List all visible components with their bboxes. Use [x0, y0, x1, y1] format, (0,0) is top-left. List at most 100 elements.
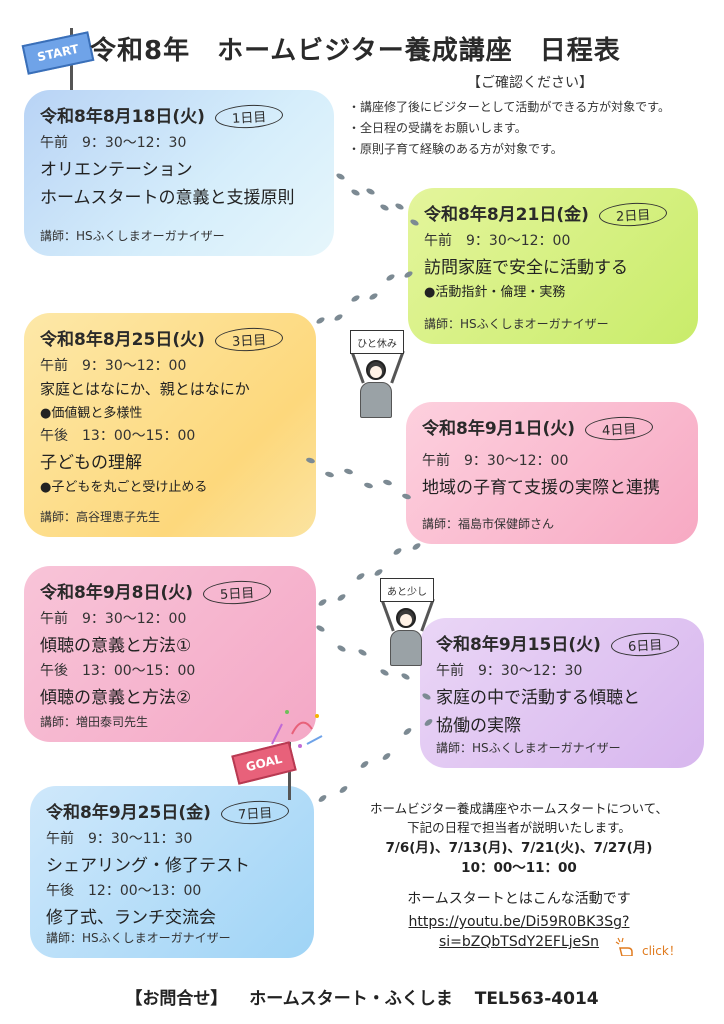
- notice-line: ・講座修了後にビジターとして活動ができる方が対象です。: [348, 100, 670, 114]
- contact-label: 【お問合せ】: [125, 989, 228, 1009]
- info-section: ホームビジター養成講座やホームスタートについて、 下記の日程で担当者が説明いたし…: [324, 798, 714, 952]
- session-lecturer: 講師：HSふくしまオーガナイザー: [46, 931, 231, 945]
- start-flag-label: START: [21, 31, 95, 75]
- footprint: [382, 479, 393, 487]
- session-subject: ホームスタートの意義と支援原則: [40, 188, 295, 208]
- footprint: [411, 541, 422, 552]
- session-time: 午前 9：30〜12：00: [40, 611, 187, 627]
- footprint: [363, 481, 374, 489]
- session-subject: 家庭の中で活動する傾聴と: [436, 688, 640, 708]
- footprint: [343, 468, 354, 476]
- pointing-hand-icon: [615, 937, 633, 956]
- footprint: [381, 751, 392, 761]
- footprint: [315, 316, 326, 325]
- footprint: [402, 726, 413, 737]
- info-dates: 7/6(月)、7/13(月)、7/21(火)、7/27(月): [385, 840, 653, 856]
- session-lecturer: 講師：高谷理恵子先生: [40, 510, 161, 524]
- session-date: 令和8年8月18日(火): [40, 107, 205, 127]
- click-label: click！: [642, 944, 681, 958]
- session-date: 令和8年9月25日(金): [46, 803, 211, 823]
- footprint: [378, 668, 390, 677]
- session-subject: 協働の実際: [436, 716, 521, 736]
- info-line: ホームビジター養成講座やホームスタートについて、: [369, 801, 668, 816]
- notice-heading: 【ご確認ください】: [467, 75, 593, 91]
- session-subject: 子どもの理解: [40, 453, 142, 473]
- session-time: 午後 12：00〜13：00: [46, 883, 202, 899]
- contact-tel: TEL563-4014: [474, 989, 599, 1009]
- session-time: 午後 13：00〜15：00: [40, 663, 196, 679]
- footprint: [385, 272, 397, 282]
- session-lecturer: 講師：増田泰司先生: [40, 715, 149, 729]
- session-lecturer: 講師：HSふくしまオーガナイザー: [40, 229, 225, 243]
- footprint: [317, 597, 328, 608]
- session-lecturer: 講師：福島市保健師さん: [422, 517, 555, 531]
- session-date: 令和8年8月21日(金): [424, 205, 589, 225]
- session-subject: シェアリング・修了テスト: [46, 856, 250, 876]
- session-card-day7: 令和8年9月25日(金) 7日目 午前 9：30〜11：30 シェアリング・修了テ…: [30, 786, 314, 958]
- footprint: [400, 672, 411, 681]
- footprint: [350, 187, 361, 197]
- session-time: 午後 13：00〜15：00: [40, 428, 196, 444]
- footprint: [359, 760, 370, 770]
- page-title: 令和8年 ホームビジター養成講座 日程表: [90, 36, 621, 66]
- footprint: [315, 624, 326, 633]
- footprint: [336, 593, 347, 603]
- person-break-illustration: ひと休み: [342, 330, 412, 420]
- session-card-day6: 令和8年9月15日(火)6日目 午前 9：30〜12：30 家庭の中で活動する傾…: [420, 618, 704, 768]
- footprint: [394, 202, 405, 212]
- session-subject: オリエンテーション: [40, 160, 193, 180]
- contact-org: ホームスタート・ふくしま: [249, 989, 453, 1009]
- session-time: 午前 9：30〜12：30: [436, 663, 583, 679]
- session-date: 令和8年9月8日(火): [40, 583, 194, 603]
- footprint: [332, 313, 344, 323]
- notice-line: ・全日程の受講をお願いします。: [348, 121, 527, 135]
- session-card-day5: 令和8年9月8日(火) 5日目 午前 9：30〜12：00 傾聴の意義と方法① 午…: [24, 566, 316, 742]
- footprint: [364, 187, 376, 196]
- footprint: [373, 567, 385, 577]
- notice-box: 【ご確認ください】 ・講座修了後にビジターとして活動ができる方が対象です。 ・全…: [340, 72, 720, 161]
- footprint: [392, 546, 403, 556]
- session-lecturer: 講師：HSふくしまオーガナイザー: [424, 317, 609, 331]
- session-subject: 訪問家庭で安全に活動する: [424, 258, 628, 278]
- session-date: 令和8年8月25日(火): [40, 330, 205, 350]
- video-link-line[interactable]: https://youtu.be/Di59R0BK3Sg?: [408, 914, 630, 930]
- session-day-badge: 4日目: [584, 415, 654, 442]
- session-subject: 修了式、ランチ交流会: [46, 908, 216, 928]
- session-date: 令和8年9月15日(火): [436, 635, 601, 655]
- session-day-badge: 7日目: [220, 799, 290, 826]
- notice-line: ・原則子育て経験のある方が対象です。: [348, 142, 563, 156]
- footprint: [379, 203, 391, 212]
- footprint: [354, 572, 366, 582]
- session-subtopic: ●価値観と多様性: [40, 406, 143, 421]
- footprint: [350, 294, 361, 304]
- session-subject: 傾聴の意義と方法①: [40, 636, 192, 656]
- session-time: 午前 9：30〜12：30: [40, 135, 187, 151]
- session-day-badge: 5日目: [202, 579, 272, 606]
- session-time: 午前 9：30〜12：00: [40, 358, 187, 374]
- session-subject: 傾聴の意義と方法②: [40, 688, 192, 708]
- footprint: [336, 644, 347, 653]
- video-link-line[interactable]: si=bZQbTSdY2EFLjeSn: [438, 934, 600, 950]
- session-lecturer: 講師：HSふくしまオーガナイザー: [436, 741, 621, 755]
- session-card-day1: 令和8年8月18日(火)1日目 午前 9：30〜12：30 オリエンテーション …: [24, 90, 334, 256]
- contact-footer: 【お問合せ】 ホームスタート・ふくしま TEL563-4014: [0, 984, 724, 1009]
- almost-sign: あと少し: [380, 578, 434, 602]
- session-day-badge: 3日目: [214, 326, 284, 353]
- footprint: [338, 784, 349, 795]
- session-subtopic: ●子どもを丸ごと受け止める: [40, 480, 208, 495]
- session-time: 午前 9：30〜12：00: [422, 453, 569, 469]
- session-time: 午前 9：30〜12：00: [424, 233, 571, 249]
- session-card-day3: 令和8年8月25日(火)3日目 午前 9：30〜12：00 家庭とはなにか、親と…: [24, 313, 316, 537]
- session-card-day2: 令和8年8月21日(金)2日目 午前 9：30〜12：00 訪問家庭で安全に活動…: [408, 188, 698, 344]
- info-line: 下記の日程で担当者が説明いたします。: [407, 820, 631, 835]
- hs-intro: ホームスタートとはこんな活動です: [407, 891, 631, 907]
- session-day-badge: 1日目: [214, 103, 284, 130]
- start-flag: START: [20, 28, 95, 90]
- session-subtopic: ●活動指針・倫理・実務: [424, 285, 566, 300]
- session-time: 午前 9：30〜11：30: [46, 831, 193, 847]
- footprint: [368, 291, 379, 301]
- video-link[interactable]: https://youtu.be/Di59R0BK3Sg? si=bZQbTSd…: [324, 912, 714, 952]
- footprint: [357, 648, 369, 657]
- info-time: 10：00〜11：00: [461, 860, 577, 876]
- footprint: [335, 172, 346, 181]
